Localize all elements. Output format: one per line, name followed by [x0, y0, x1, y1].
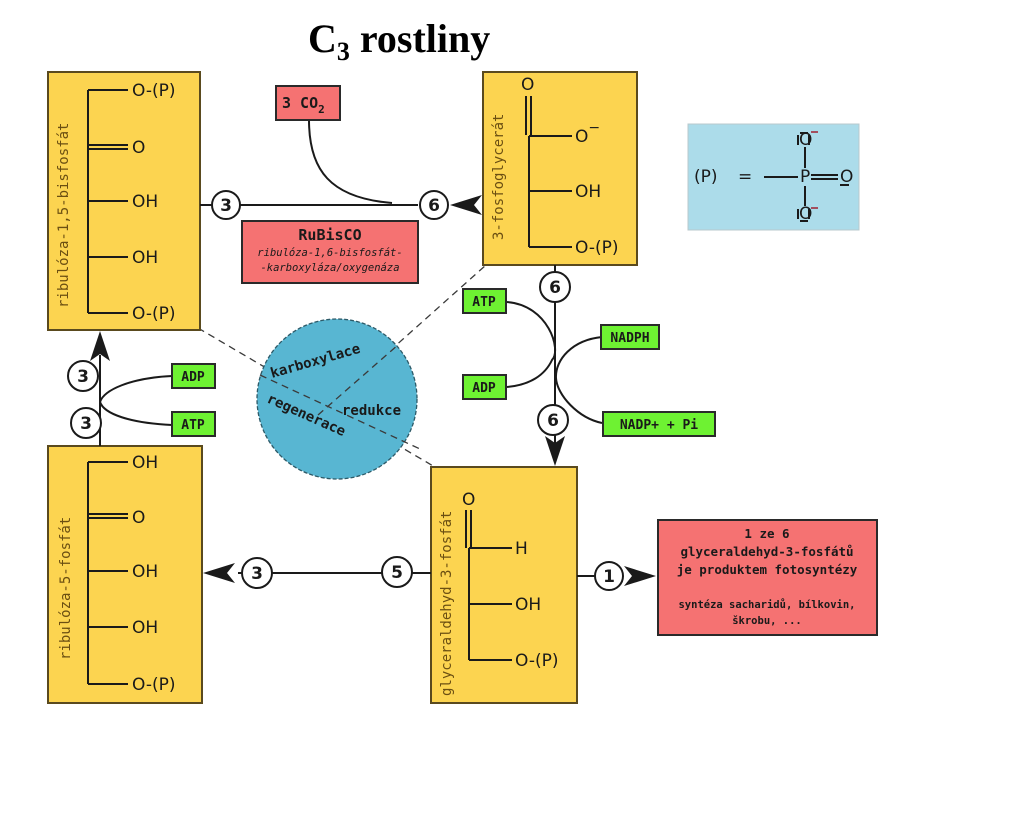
rubisco-rect [241, 220, 419, 284]
svg-text:ADP: ADP [472, 381, 496, 396]
enzyme-fullname-line1: ribulóza-1,6-bisfosfát- [257, 247, 402, 259]
pga-group-oh: OH [575, 182, 601, 202]
rubp-group-3: OH [132, 192, 158, 212]
svg-text:5: 5 [391, 563, 403, 583]
circle-divider-b [317, 343, 400, 416]
svg-text:6: 6 [549, 278, 561, 298]
pga-box [482, 71, 638, 266]
product-line4: syntéza sacharidů, bílkovin, [678, 598, 855, 611]
g3p-group-h: H [515, 539, 528, 559]
product-box: 1 ze 6 glyceraldehyd-3-fosfátů je produk… [657, 519, 878, 636]
phosphate-equals: = [738, 167, 752, 187]
cofactor-regen-atp: ATP [171, 411, 216, 437]
co2-incoming-curve [308, 119, 393, 204]
svg-text:6: 6 [428, 196, 440, 216]
cofactor-reduction-adp: ADP [462, 374, 507, 400]
phosphorylation-arrow: 3 3 [67, 331, 173, 446]
carboxylation-arrow: 3 6 [200, 119, 482, 220]
svg-text:ATP: ATP [181, 418, 205, 433]
pga-carbonyl-o: O [521, 75, 534, 95]
ru5p-label: ribulóza-5-fosfát [58, 517, 74, 660]
svg-text:ADP: ADP [181, 370, 205, 385]
ru5p-group-5: O-(P) [132, 675, 176, 695]
page-title: C3 rostliny [308, 16, 490, 66]
g3p-carbonyl-o: O [462, 490, 475, 510]
phosphate-symbol: (P) [694, 167, 718, 187]
phase-reduction-label: redukce [342, 403, 401, 419]
phosphate-legend: (P) = P O O O [687, 123, 860, 231]
svg-text:3: 3 [80, 414, 92, 434]
stoich-pga-out [539, 271, 571, 303]
ru5p-box [47, 445, 203, 704]
stoich-regen-top [67, 360, 99, 392]
stoich-regen-bottom [70, 407, 102, 439]
ru5p-group-1: OH [132, 453, 158, 473]
product-rect [657, 519, 878, 636]
pga-group-carboxylate: O− [575, 120, 600, 147]
svg-text:NADPH: NADPH [610, 331, 649, 346]
co2-rect [275, 85, 341, 121]
rubp-group-4: OH [132, 248, 158, 268]
g3p-label: glyceraldehyd-3-fosfát [439, 511, 455, 696]
ru5p-group-4: OH [132, 618, 158, 638]
rubp-group-2: O [132, 138, 145, 158]
co2-box: 3 CO2 [275, 85, 341, 121]
product-line5: škrobu, ... [732, 615, 802, 627]
regeneration-arrow: 3 5 [203, 556, 431, 589]
cofactor-nadp: NADP+ + Pi [602, 411, 716, 437]
ru5p-group-2: O [132, 508, 145, 528]
enzyme-fullname-line2: -karboxyláza/oxygenáza [260, 262, 399, 274]
svg-text:3: 3 [220, 196, 232, 216]
stoich-g3p-in [537, 404, 569, 436]
reduction-arrow: 6 6 [506, 265, 603, 466]
svg-text:NADP+ + Pi: NADP+ + Pi [620, 418, 698, 433]
cofactor-reduction-atp: ATP [462, 288, 507, 314]
product-line2: glyceraldehyd-3-fosfátů [680, 544, 853, 559]
circle-divider-a [259, 374, 421, 450]
cofactor-nadph: NADPH [600, 324, 660, 350]
atp-adp-curve [506, 301, 557, 388]
product-line3: je produktem fotosyntézy [677, 562, 858, 577]
product-line1: 1 ze 6 [744, 526, 789, 541]
product-arrow: 1 [577, 561, 656, 591]
stoich-rubp-out [211, 190, 241, 220]
rubisco-enzyme-box: RuBisCO ribulóza-1,6-bisfosfát- -karboxy… [241, 220, 419, 284]
molecule-ru5p: ribulóza-5-fosfát OH O OH OH O-(P) [47, 445, 203, 704]
svg-text:3: 3 [77, 367, 89, 387]
pga-group-phosphate: O-(P) [575, 238, 619, 258]
stoich-g3p-to-ru5p [381, 556, 413, 588]
pga-label: 3-fosfoglycerát [491, 114, 507, 240]
nadph-nadp-curve [554, 336, 603, 424]
g3p-group-oh: OH [515, 595, 541, 615]
rubp-group-1: O-(P) [132, 81, 176, 101]
stoich-g3p-product [594, 561, 624, 591]
g3p-group-phosphate: O-(P) [515, 651, 559, 671]
svg-text:3: 3 [251, 564, 263, 584]
g3p-box [430, 466, 578, 704]
regen-atp-adp-curve [98, 375, 173, 426]
rubp-group-5: O-(P) [132, 304, 176, 324]
svg-text:6: 6 [547, 411, 559, 431]
phosphorus-atom: P [800, 167, 810, 187]
molecule-3pga: 3-fosfoglycerát O O− OH O-(P) [482, 71, 638, 266]
cycle-phases-circle: karboxylace redukce regenerace [256, 318, 421, 480]
rubp-label: ribulóza-1,5-bisfosfát [56, 123, 72, 308]
enzyme-name: RuBisCO [298, 226, 361, 244]
stoich-pga-in [419, 190, 449, 220]
svg-text:1: 1 [603, 567, 615, 587]
molecule-rubp: ribulóza-1,5-bisfosfát O-(P) O OH OH O-(… [47, 71, 201, 331]
double-bond-oxygen: O [840, 167, 853, 187]
stoich-ru5p-in [241, 557, 273, 589]
co2-label: 3 CO2 [282, 94, 325, 116]
molecule-g3p: glyceraldehyd-3-fosfát O H OH O-(P) [430, 466, 578, 704]
svg-text:ATP: ATP [472, 295, 496, 310]
cofactor-regen-adp: ADP [171, 363, 216, 389]
ru5p-group-3: OH [132, 562, 158, 582]
